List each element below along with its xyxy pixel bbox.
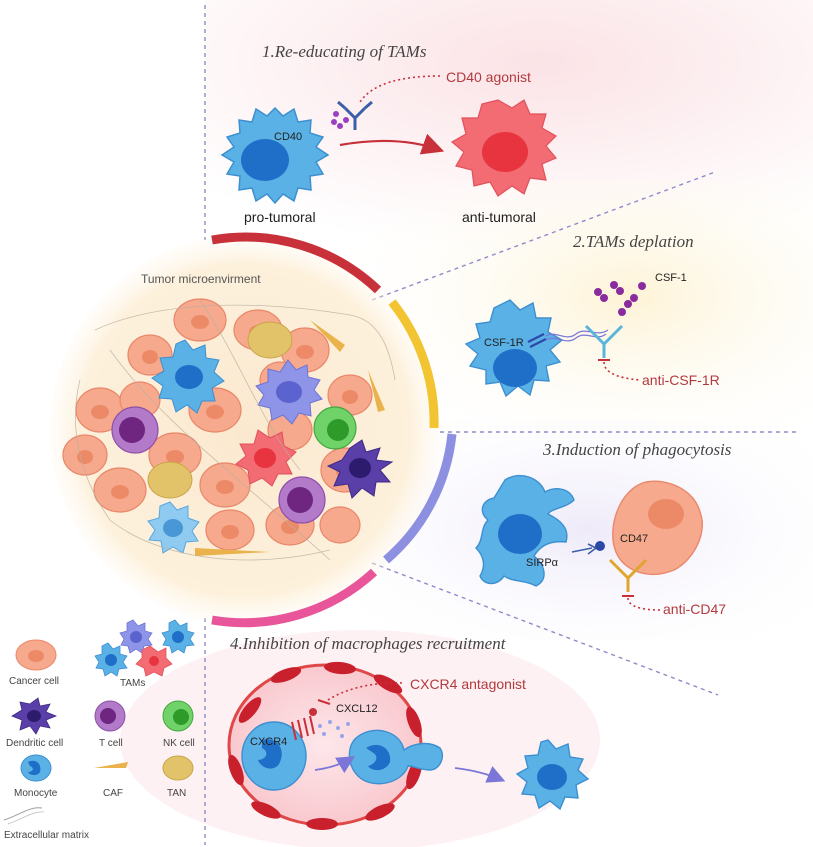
section4-title: 4.Inhibition of macrophages recruitment: [230, 634, 507, 653]
cxcr4-receptor-icon: [291, 715, 315, 741]
csf1-label: CSF-1: [655, 272, 687, 284]
pro-tumoral-macrophage: [220, 106, 330, 205]
legend-t-cell-label: T cell: [99, 738, 123, 749]
cd47-label: CD47: [620, 533, 648, 545]
legend-ecm-icon: [3, 807, 43, 821]
anti-cd47-antibody-icon: [608, 558, 648, 592]
anti-csf1r-label: anti-CSF-1R: [642, 372, 720, 388]
legend-tams-icon: [94, 619, 195, 677]
target-cancer-cell: [612, 480, 703, 575]
arc-section2: [388, 299, 439, 429]
legend-dendritic-cell-label: Dendritic cell: [6, 738, 63, 749]
anti-cd47-pointer: [627, 597, 661, 611]
differentiated-macrophage: [515, 739, 590, 811]
divider-s1-s2: [371, 171, 716, 301]
divider-s3-s4: [371, 562, 719, 696]
cxcr4-label: CXCR4: [250, 736, 287, 748]
legend-nk-cell-label: NK cell: [163, 738, 195, 749]
cd40-agonist-label: CD40 agonist: [446, 69, 531, 85]
anti-csf1r-antibody-icon: [584, 324, 624, 358]
cd40-agonist-antibody-icon: [331, 100, 373, 130]
cxcr4-antagonist-molecule: [309, 708, 317, 716]
legend-tan-icon: [162, 755, 194, 781]
section2-title: 2.TAMs deplation: [573, 232, 694, 251]
csf1-ligand-icon: [594, 281, 646, 316]
anti-tumoral-macrophage: [450, 99, 557, 197]
anti-tumoral-label: anti-tumoral: [462, 209, 536, 225]
phagocytosing-macrophage: [475, 474, 575, 587]
migration-arrow-1: [314, 756, 356, 774]
section1-title: 1.Re-educating of TAMs: [262, 42, 427, 61]
pro-tumoral-label: pro-tumoral: [244, 209, 316, 225]
legend-tams-label: TAMs: [120, 678, 145, 689]
legend-cancer-cell-label: Cancer cell: [9, 676, 59, 687]
arc-section1: [211, 232, 382, 294]
legend-tan-label: TAN: [167, 788, 186, 799]
csf1r-label: CSF-1R: [484, 337, 524, 349]
cd47-ligand-dot: [595, 541, 605, 551]
cxcr4-antagonist-inhibition-bar: [317, 699, 331, 705]
cxcl12-chemokine-icon: [318, 720, 350, 738]
cd40-agonist-pointer: [359, 75, 441, 103]
repolarization-arrow: [339, 133, 445, 155]
tme-cell-cluster: [62, 298, 396, 561]
tme-label: Tumor microenvirment: [141, 272, 261, 286]
cxcr4-antagonist-pointer: [327, 682, 403, 701]
anti-csf1r-pointer: [603, 361, 641, 381]
section3-title: 3.Induction of phagocytosis: [542, 440, 732, 459]
legend-ecm-label: Extracellular matrix: [4, 830, 89, 841]
csf1r-receptor-icon: [527, 329, 609, 348]
recruited-monocyte: [241, 721, 307, 791]
transmigrating-monocyte: [348, 729, 444, 785]
sirpa-label: SIRPα: [526, 557, 559, 569]
cxcl12-label: CXCL12: [336, 703, 378, 715]
anti-cd47-label: anti-CD47: [663, 601, 726, 617]
legend-caf-icon: [94, 762, 128, 768]
legend-caf-label: CAF: [103, 788, 123, 799]
arc-section4: [211, 568, 378, 628]
tam-csf1r-macrophage: [464, 299, 564, 398]
arc-section3: [383, 433, 457, 564]
migration-arrow-2: [454, 766, 506, 783]
cxcr4-antagonist-label: CXCR4 antagonist: [410, 676, 526, 692]
cd40-label: CD40: [274, 131, 302, 143]
legend: Cancer cell TAMs Dendritic cell T cell N…: [3, 619, 195, 841]
legend-monocyte-label: Monocyte: [14, 788, 58, 799]
